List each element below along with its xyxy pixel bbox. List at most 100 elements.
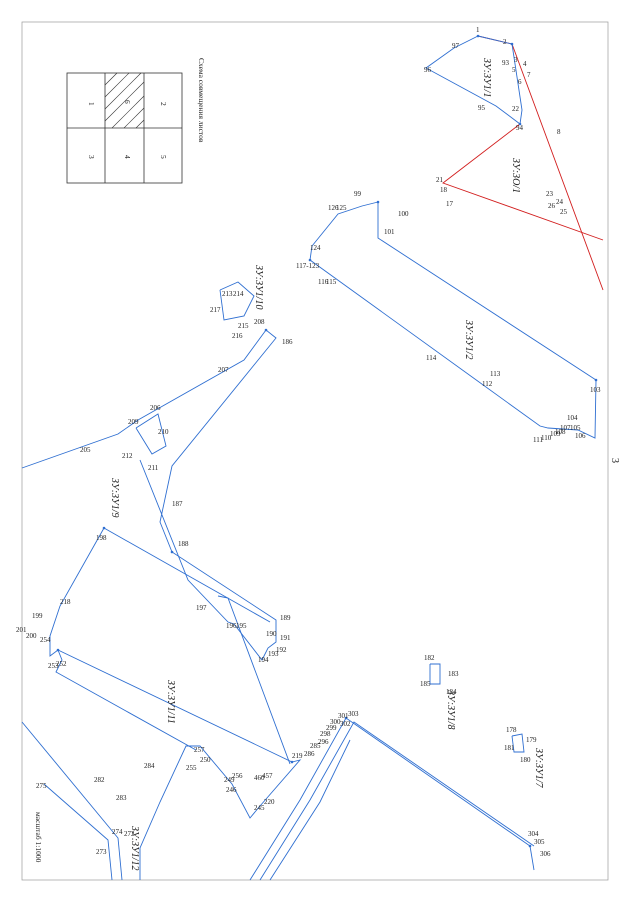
point-label-190: 190 (266, 630, 277, 638)
point-label-112: 112 (482, 380, 493, 388)
point-label-256: 256 (232, 772, 243, 780)
point-label-21: 21 (436, 176, 444, 184)
point-label-253: 253 (48, 662, 59, 670)
point-label-6: 6 (518, 78, 522, 86)
legend-cell-1: 1 (87, 102, 96, 106)
point-label-201: 201 (16, 626, 27, 634)
point-label-182: 182 (424, 654, 435, 662)
point-label-302: 302 (340, 720, 351, 728)
point-label-301: 301 (338, 712, 349, 720)
point-label-125: 125 (336, 204, 347, 212)
point-label-303: 303 (348, 710, 359, 718)
point-label-200: 200 (26, 632, 37, 640)
point-label-105: 105 (570, 424, 581, 432)
legend-cell-3: 3 (87, 155, 96, 159)
point-label-95: 95 (478, 104, 486, 112)
point-label-24: 24 (556, 198, 564, 206)
point-label-205: 205 (80, 446, 91, 454)
point-label-106: 106 (575, 432, 586, 440)
point-label-186: 186 (282, 338, 293, 346)
point-label-254: 254 (40, 636, 51, 644)
point-label-115: 115 (326, 278, 337, 286)
point-label-1: 1 (476, 26, 480, 34)
point-label-274: 274 (112, 828, 123, 836)
zone-label-zu1-9: ЗУ:ЗУ1/9 (109, 478, 120, 517)
zone-label-zu1-8: ЗУ:ЗУ1/8 (445, 690, 456, 729)
point-label-206: 206 (150, 404, 161, 412)
sheet-scheme-legend: 1 2 3 4 5 6 (66, 72, 183, 184)
point-label-208: 208 (254, 318, 265, 326)
point-label-196: 196 (226, 622, 237, 630)
zone-label-zu1-7: ЗУ:ЗУ1/7 (533, 748, 544, 788)
point-labels: 1 2 3 4 5 6 7 8 97 96 95 94 22 93 21 18 … (16, 26, 601, 858)
point-label-185: 185 (420, 680, 431, 688)
point-label-219: 219 (292, 752, 303, 760)
point-label-273: 273 (96, 848, 107, 856)
point-label-272: 272 (124, 830, 135, 838)
point-label-26: 26 (548, 202, 556, 210)
point-label-107: 107 (560, 424, 571, 432)
point-label-189: 189 (280, 614, 291, 622)
point-label-100: 100 (398, 210, 409, 218)
point-label-460: 460 (254, 774, 265, 782)
point-label-275: 275 (36, 782, 47, 790)
point-label-193: 193 (268, 650, 279, 658)
point-label-104: 104 (567, 414, 578, 422)
zone-label-zu1-11: ЗУ:ЗУ1/11 (165, 680, 176, 724)
point-label-18: 18 (440, 186, 448, 194)
point-label-296: 296 (318, 738, 329, 746)
point-label-116: 116 (318, 278, 329, 286)
point-label-255: 255 (186, 764, 197, 772)
point-label-111: 111 (533, 436, 543, 444)
point-label-212: 212 (122, 452, 133, 460)
point-label-217: 217 (210, 306, 221, 314)
point-label-214: 214 (233, 290, 244, 298)
point-label-5: 5 (512, 66, 516, 74)
point-label-300: 300 (330, 718, 341, 726)
point-label-8: 8 (557, 128, 561, 136)
point-label-197: 197 (196, 604, 207, 612)
point-label-286: 286 (304, 750, 315, 758)
point-label-283: 283 (116, 794, 127, 802)
page-number: 3 (609, 458, 620, 463)
zone-label-zu1-2: ЗУ:ЗУ1/2 (463, 320, 474, 359)
point-label-192: 192 (276, 646, 287, 654)
point-label-305: 305 (534, 838, 545, 846)
point-label-103: 103 (590, 386, 601, 394)
point-label-245: 245 (254, 804, 265, 812)
zone-label-zu1-12: ЗУ:ЗУ1/12 (129, 826, 140, 870)
point-label-99: 99 (354, 190, 362, 198)
legend-cell-6: 6 (123, 100, 132, 104)
zone-label-zo-1: ЗУ:ЗО/1 (510, 158, 521, 193)
point-label-181: 181 (504, 744, 515, 752)
point-label-97: 97 (452, 42, 460, 50)
point-label-220: 220 (264, 798, 275, 806)
point-label-7: 7 (527, 71, 531, 79)
point-label-3: 3 (514, 56, 518, 64)
point-label-257: 257 (194, 746, 205, 754)
point-label-25: 25 (560, 208, 568, 216)
point-label-191: 191 (280, 634, 291, 642)
point-label-93: 93 (502, 59, 510, 67)
point-label-199: 199 (32, 612, 43, 620)
scale-text: масштаб 1:1000 (34, 812, 43, 863)
legend-cell-5: 5 (159, 155, 168, 159)
point-label-101: 101 (384, 228, 395, 236)
current-sheet-hatch (104, 72, 145, 129)
point-label-178: 178 (506, 726, 517, 734)
point-label-4: 4 (523, 60, 527, 68)
point-label-282: 282 (94, 776, 105, 784)
point-label-209: 209 (128, 418, 139, 426)
point-label-183: 183 (448, 670, 459, 678)
legend-cell-2: 2 (159, 102, 168, 106)
point-label-284: 284 (144, 762, 155, 770)
point-label-306: 306 (540, 850, 551, 858)
point-label-285: 285 (310, 742, 321, 750)
point-label-180: 180 (520, 756, 531, 764)
point-label-215: 215 (238, 322, 249, 330)
point-markers (56, 34, 598, 848)
red-boundary (442, 35, 604, 291)
legend-cell-4: 4 (123, 155, 132, 159)
